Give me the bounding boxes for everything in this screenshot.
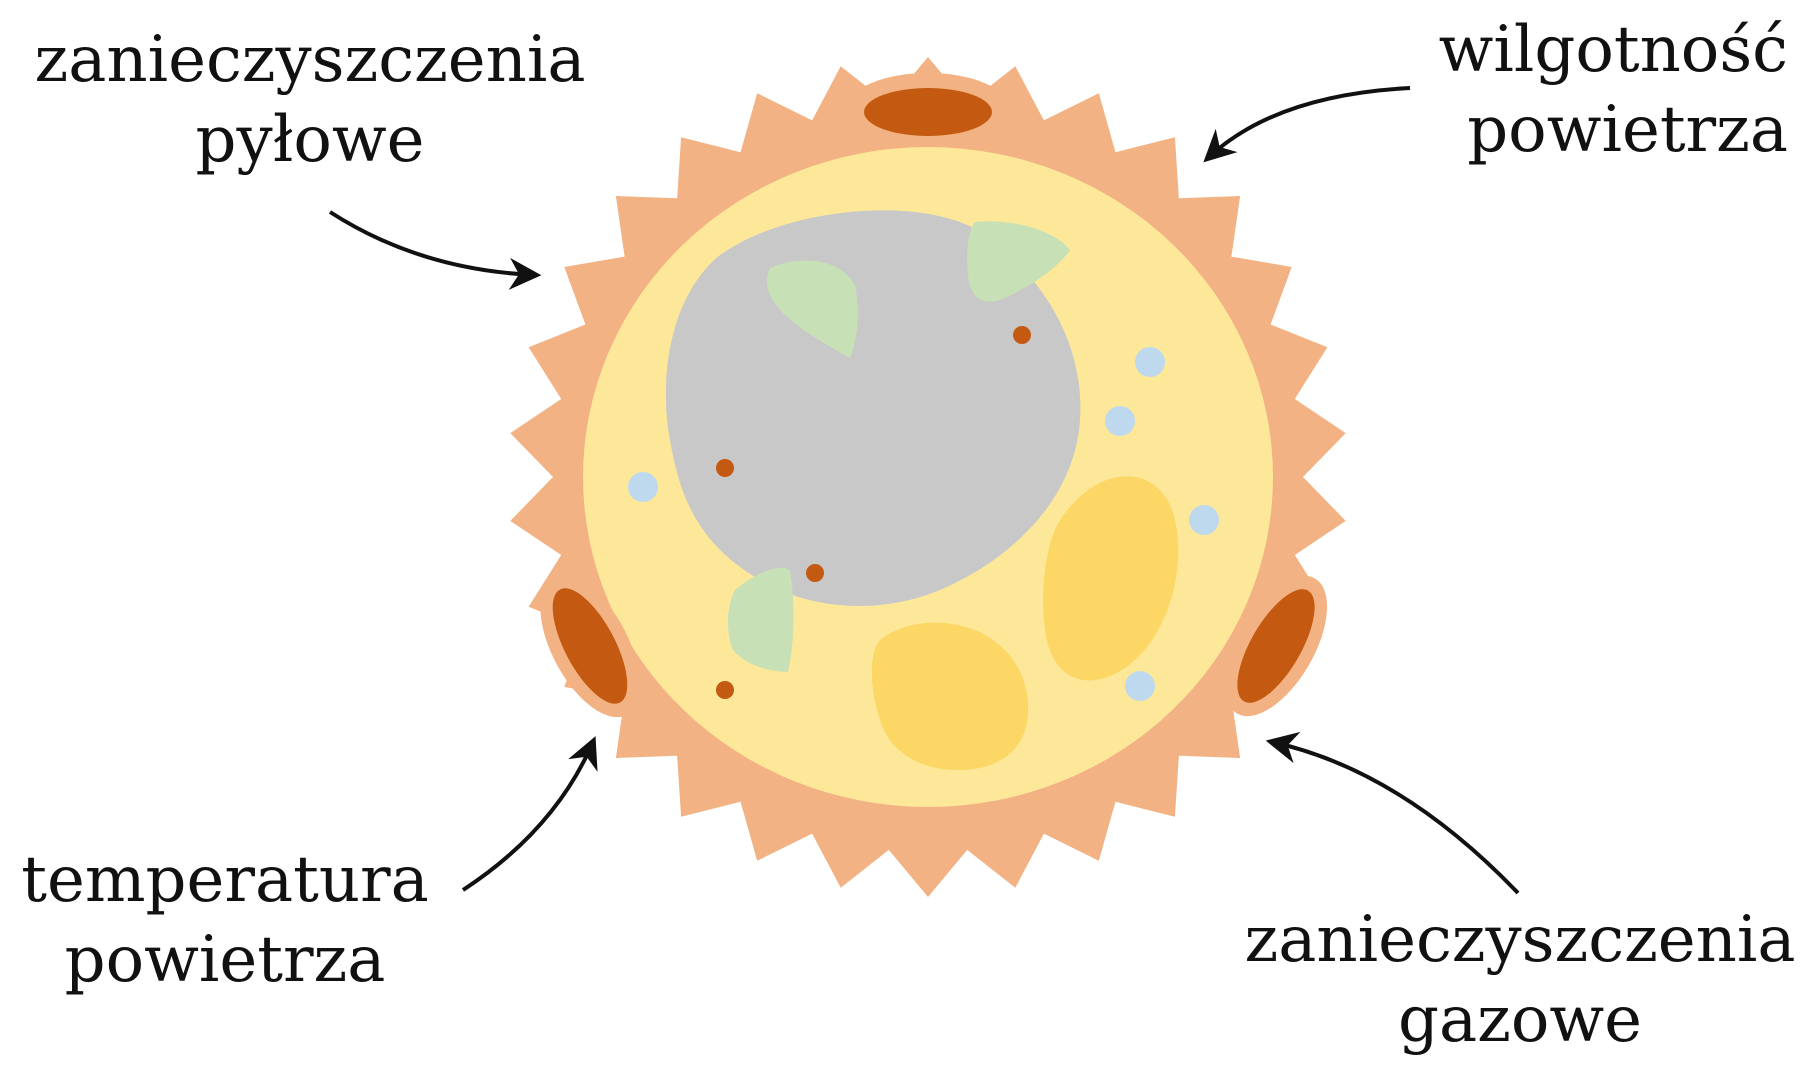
dark-dot-3: [806, 564, 824, 582]
arrow-dust: [330, 212, 535, 275]
blue-vesicle-3: [628, 472, 658, 502]
label-humidity-line2: powietrza: [1388, 90, 1788, 170]
dark-dot-4: [716, 681, 734, 699]
label-dust-pollution: zanieczyszczenia pyłowe: [30, 20, 590, 180]
label-humidity-line1: wilgotność: [1388, 10, 1788, 90]
label-dust-line1: zanieczyszczenia: [30, 20, 590, 100]
dark-dot-2: [716, 459, 734, 477]
blue-vesicle-2: [1105, 406, 1135, 436]
label-gas-pollution: zanieczyszczenia gazowe: [1240, 900, 1800, 1060]
blue-vesicle-1: [1135, 347, 1165, 377]
label-air-humidity: wilgotność powietrza: [1388, 10, 1788, 170]
blue-vesicle-4: [1189, 505, 1219, 535]
label-temperature-line2: powietrza: [15, 920, 435, 1000]
label-temperature-line1: temperatura: [15, 840, 435, 920]
arrow-humidity: [1208, 88, 1410, 158]
label-dust-line2: pyłowe: [30, 100, 590, 180]
label-gas-line2: gazowe: [1240, 980, 1800, 1060]
dark-dot-1: [1013, 326, 1031, 344]
arrow-gas: [1272, 742, 1518, 893]
label-gas-line1: zanieczyszczenia: [1240, 900, 1800, 980]
blue-vesicle-5: [1125, 671, 1155, 701]
pore-top: [848, 73, 1008, 141]
arrow-temperature: [463, 742, 593, 890]
label-air-temperature: temperatura powietrza: [15, 840, 435, 1000]
